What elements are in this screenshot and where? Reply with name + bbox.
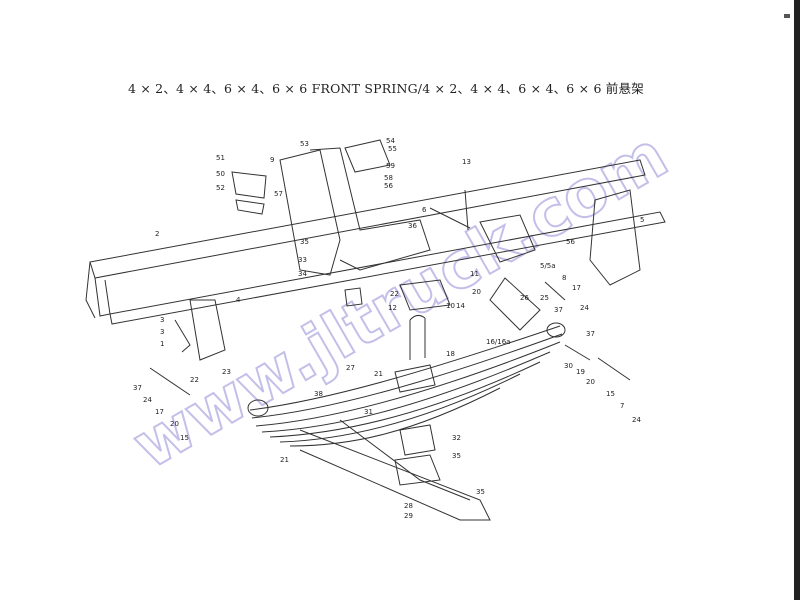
- callout-label: 56: [384, 182, 393, 190]
- callout-label: 15: [606, 390, 615, 398]
- callout-label: 58: [384, 174, 393, 182]
- callout-label: 55: [388, 145, 397, 153]
- callout-label: 22: [190, 376, 199, 384]
- callout-label: 53: [300, 140, 309, 148]
- callout-label: 4: [236, 296, 241, 304]
- scan-edge: [794, 0, 800, 600]
- diagram-title: 4 × 2、4 × 4、6 × 4、6 × 6 FRONT SPRING/4 ×…: [128, 81, 644, 96]
- callout-label: 37: [554, 306, 563, 314]
- callout-label: 34: [298, 270, 307, 278]
- callout-label: 26: [520, 294, 529, 302]
- callout-label: 10: [446, 302, 455, 310]
- callout-label: 24: [632, 416, 641, 424]
- callout-label: 21: [374, 370, 383, 378]
- callout-label: 36: [408, 222, 417, 230]
- scan-mark: [784, 14, 790, 18]
- callout-label: 9: [270, 156, 274, 164]
- callout-label: 29: [404, 512, 413, 520]
- callout-label: 20: [472, 288, 481, 296]
- callout-label: 14: [456, 302, 465, 310]
- callout-label: 11: [470, 270, 479, 278]
- line-art: [85, 139, 666, 521]
- callout-label: 37: [586, 330, 595, 338]
- callout-label: 50: [216, 170, 225, 178]
- callout-label: 15: [180, 434, 189, 442]
- callout-label: 8: [562, 274, 566, 282]
- callout-label: 5: [640, 216, 644, 224]
- callout-label: 6: [422, 206, 427, 214]
- callout-label: 33: [298, 256, 307, 264]
- callout-label: 16/16a: [486, 338, 510, 346]
- callout-label: 18: [446, 350, 455, 358]
- callout-label: 12: [388, 304, 397, 312]
- callout-labels: 2 4 3 3 1 37 24 17 20 15 22 23 21 51 50 …: [133, 137, 644, 520]
- callout-label: 23: [222, 368, 231, 376]
- callout-label: 7: [620, 402, 624, 410]
- callout-label: 52: [216, 184, 225, 192]
- callout-label: 57: [274, 190, 283, 198]
- callout-label: 13: [462, 158, 471, 166]
- callout-label: 5/5a: [540, 262, 556, 270]
- callout-label: 31: [364, 408, 373, 416]
- callout-label: 27: [346, 364, 355, 372]
- callout-label: 28: [404, 502, 413, 510]
- callout-label: 25: [540, 294, 549, 302]
- callout-label: 30: [564, 362, 573, 370]
- callout-label: 20: [170, 420, 179, 428]
- callout-label: 35: [300, 238, 309, 246]
- callout-label: 59: [386, 162, 395, 170]
- callout-label: 19: [576, 368, 585, 376]
- callout-label: 22: [390, 290, 399, 298]
- callout-label: 51: [216, 154, 225, 162]
- callout-label: 20: [586, 378, 595, 386]
- callout-label: 3: [160, 316, 164, 324]
- callout-label: 1: [160, 340, 164, 348]
- callout-label: 3: [160, 328, 164, 336]
- callout-label: 32: [452, 434, 461, 442]
- callout-label: 17: [572, 284, 581, 292]
- callout-label: 37: [133, 384, 142, 392]
- callout-label: 24: [143, 396, 152, 404]
- callout-label: 56: [566, 238, 575, 246]
- callout-label: 35: [452, 452, 461, 460]
- callout-label: 17: [155, 408, 164, 416]
- callout-label: 38: [314, 390, 323, 398]
- callout-label: 35: [476, 488, 485, 496]
- callout-label: 21: [280, 456, 289, 464]
- callout-label: 24: [580, 304, 589, 312]
- callout-label: 54: [386, 137, 395, 145]
- callout-label: 2: [155, 230, 159, 238]
